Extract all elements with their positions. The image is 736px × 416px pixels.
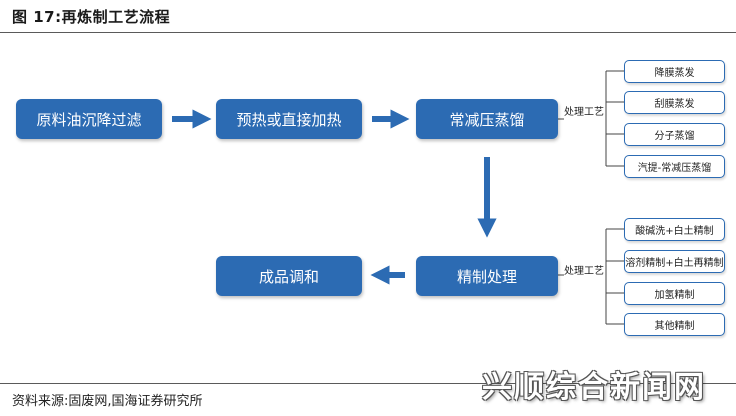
leaf-wiped-film: 刮膜蒸发 [624, 91, 725, 114]
leaf-molecular-distillation: 分子蒸馏 [624, 123, 725, 146]
top-divider [0, 32, 736, 33]
node-vacuum-distillation: 常减压蒸馏 [416, 99, 558, 139]
leaf-falling-film: 降膜蒸发 [624, 60, 725, 83]
node-refining-treatment: 精制处理 [416, 256, 558, 296]
lower-bracket [558, 228, 624, 325]
leaf-stripping-distillation: 汽提-常减压蒸馏 [624, 155, 725, 178]
bottom-divider [0, 383, 736, 384]
lower-process-label: 处理工艺 [564, 266, 604, 277]
upper-process-label: 处理工艺 [564, 107, 604, 118]
leaf-acid-alkali-clay: 酸碱洗+白土精制 [624, 218, 725, 241]
node-sediment-filtration: 原料油沉降过滤 [16, 99, 162, 139]
leaf-solvent-clay: 溶剂精制+白土再精制 [624, 250, 725, 273]
upper-bracket [558, 70, 624, 167]
figure-title: 图 17:再炼制工艺流程 [12, 8, 171, 26]
leaf-hydrorefining: 加氢精制 [624, 282, 725, 305]
node-preheat: 预热或直接加热 [216, 99, 362, 139]
source-note: 资料来源:固废网,国海证券研究所 [12, 394, 203, 409]
site-watermark: 兴顺综合新闻网 [482, 370, 706, 405]
node-product-blending: 成品调和 [216, 256, 362, 296]
leaf-other-refining: 其他精制 [624, 313, 725, 336]
